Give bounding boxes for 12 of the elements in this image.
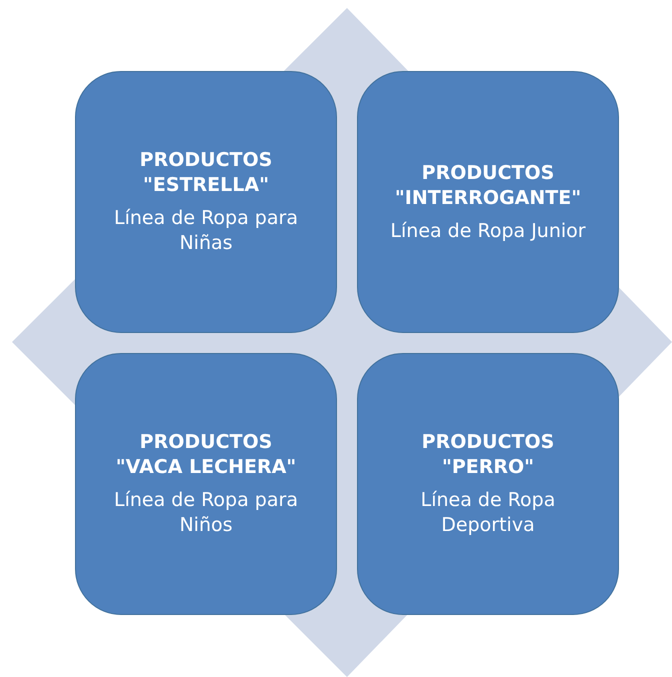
quadrant-description: Línea de Ropa Deportiva: [420, 488, 556, 538]
quadrant-box: [357, 71, 619, 333]
quadrant-heading: PRODUCTOS "ESTRELLA": [138, 148, 274, 198]
quadrant-heading: PRODUCTOS "PERRO": [420, 430, 556, 480]
quadrant-heading: PRODUCTOS "INTERROGANTE": [394, 160, 582, 210]
quadrant-box: [357, 353, 619, 615]
quadrant-description: Línea de Ropa Junior: [390, 218, 586, 244]
quadrant-box: [75, 71, 337, 333]
quadrant-heading: PRODUCTOS "VACA LECHERA": [114, 430, 298, 480]
quadrant-description: Línea de Ropa para Niños: [113, 488, 299, 538]
quadrant-box: [75, 353, 337, 615]
quadrant-description: Línea de Ropa para Niñas: [113, 206, 299, 256]
